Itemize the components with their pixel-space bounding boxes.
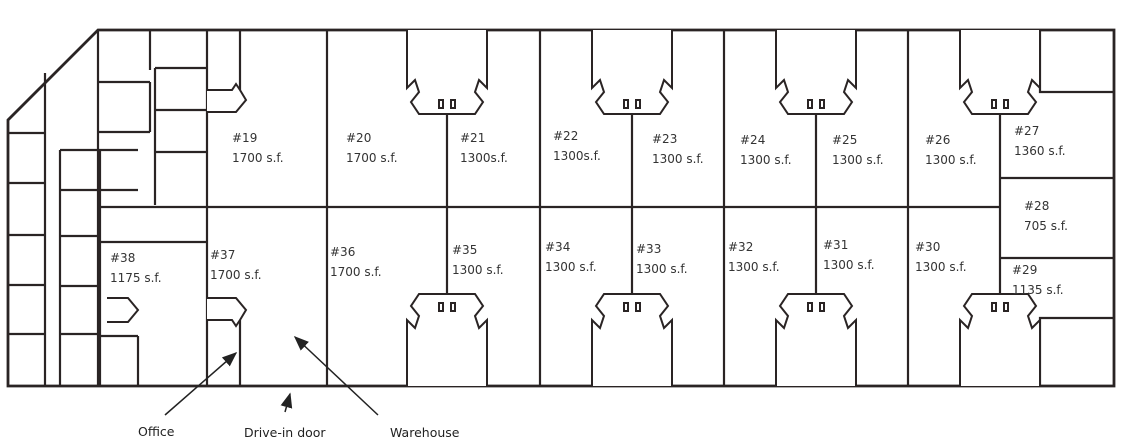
restroom-bottom <box>406 293 488 386</box>
callouts: Office Drive-in door Warehouse <box>138 335 460 440</box>
unit-size: 1700 s.f. <box>346 151 398 165</box>
toilet-icon <box>623 302 629 312</box>
unit-21: #21 1300s.f. <box>460 131 508 165</box>
toilet-icon <box>819 302 825 312</box>
restroom-top <box>207 82 248 113</box>
warehouse-arrow <box>293 335 379 416</box>
toilet-icon <box>807 302 813 312</box>
unit-number: #26 <box>925 133 950 147</box>
restroom-bottom <box>959 293 1041 386</box>
restroom-bottom <box>591 293 673 386</box>
toilet-icon <box>450 99 456 109</box>
unit-29: #29 1135 s.f. <box>1012 263 1064 297</box>
exterior-wall <box>6 28 1116 388</box>
toilet-icon <box>1003 99 1009 109</box>
unit-size: 1300 s.f. <box>452 263 504 277</box>
toilet-icon <box>438 302 444 312</box>
unit-37: #37 1700 s.f. <box>210 248 262 282</box>
unit-36: #36 1700 s.f. <box>330 245 382 279</box>
restroom-bottom <box>107 297 140 323</box>
unit-size: 1700 s.f. <box>210 268 262 282</box>
toilet-icon <box>991 99 997 109</box>
unit-38: #38 1175 s.f. <box>110 251 162 285</box>
office-arrow <box>164 352 238 416</box>
unit-27: #27 1360 s.f. <box>1014 124 1066 158</box>
unit-size: 1700 s.f. <box>330 265 382 279</box>
unit-number: #24 <box>740 133 765 147</box>
toilet-icon <box>635 302 641 312</box>
restroom-top <box>775 30 857 115</box>
unit-number: #36 <box>330 245 355 259</box>
toilet-icon <box>438 99 444 109</box>
toilet-icon <box>819 99 825 109</box>
unit-labels: #19 1700 s.f. #20 1700 s.f. #21 1300s.f. #22 13… <box>110 124 1068 297</box>
unit-size: 1175 s.f. <box>110 271 162 285</box>
restrooms <box>107 30 1041 386</box>
unit-number: #29 <box>1012 263 1037 277</box>
drive-in-door-callout: Drive-in door <box>244 425 326 440</box>
unit-32: #32 1300 s.f. <box>728 240 780 274</box>
toilet-icon <box>991 302 997 312</box>
unit-number: #30 <box>915 240 940 254</box>
unit-size: 1300 s.f. <box>740 153 792 167</box>
unit-20: #20 1700 s.f. <box>346 131 398 165</box>
unit-size: 1300s.f. <box>460 151 508 165</box>
restroom-bottom <box>207 297 248 328</box>
unit-size: 705 s.f. <box>1024 219 1068 233</box>
unit-size: 1300 s.f. <box>925 153 977 167</box>
unit-size: 1300 s.f. <box>636 262 688 276</box>
toilet-icon <box>635 99 641 109</box>
unit-31: #31 1300 s.f. <box>823 238 875 272</box>
unit-25: #25 1300 s.f. <box>832 133 884 167</box>
unit-size: 1300 s.f. <box>915 260 967 274</box>
unit-number: #38 <box>110 251 135 265</box>
unit-number: #33 <box>636 242 661 256</box>
unit-number: #25 <box>832 133 857 147</box>
unit-30: #30 1300 s.f. <box>915 240 967 274</box>
unit-33: #33 1300 s.f. <box>636 242 688 276</box>
unit-size: 1135 s.f. <box>1012 283 1064 297</box>
toilet-icon <box>623 99 629 109</box>
unit-number: #28 <box>1024 199 1049 213</box>
restroom-top <box>406 30 488 115</box>
unit-size: 1300 s.f. <box>823 258 875 272</box>
unit-24: #24 1300 s.f. <box>740 133 792 167</box>
unit-22: #22 1300s.f. <box>553 129 601 163</box>
unit-size: 1300 s.f. <box>652 152 704 166</box>
unit-size: 1300s.f. <box>553 149 601 163</box>
unit-number: #35 <box>452 243 477 257</box>
unit-26: #26 1300 s.f. <box>925 133 977 167</box>
unit-19: #19 1700 s.f. <box>232 131 284 165</box>
unit-number: #32 <box>728 240 753 254</box>
unit-23: #23 1300 s.f. <box>652 132 704 166</box>
unit-size: 1300 s.f. <box>545 260 597 274</box>
unit-number: #21 <box>460 131 485 145</box>
unit-number: #37 <box>210 248 235 262</box>
unit-number: #34 <box>545 240 570 254</box>
restroom-top <box>959 30 1041 115</box>
restroom-bottom <box>775 293 857 386</box>
unit-size: 1360 s.f. <box>1014 144 1066 158</box>
unit-34: #34 1300 s.f. <box>545 240 597 274</box>
office-callout: Office <box>138 424 175 439</box>
drive-in-door-arrow <box>280 392 293 413</box>
unit-number: #19 <box>232 131 257 145</box>
unit-size: 1300 s.f. <box>832 153 884 167</box>
building-walls <box>6 28 1116 388</box>
unit-number: #23 <box>652 132 677 146</box>
unit-size: 1300 s.f. <box>728 260 780 274</box>
unit-number: #20 <box>346 131 371 145</box>
unit-number: #31 <box>823 238 848 252</box>
toilet-icon <box>450 302 456 312</box>
unit-number: #22 <box>553 129 578 143</box>
unit-28: #28 705 s.f. <box>1024 199 1068 233</box>
toilet-icon <box>1003 302 1009 312</box>
unit-35: #35 1300 s.f. <box>452 243 504 277</box>
unit-number: #27 <box>1014 124 1039 138</box>
warehouse-callout: Warehouse <box>390 425 460 440</box>
toilet-icon <box>807 99 813 109</box>
restroom-top <box>591 30 673 115</box>
unit-size: 1700 s.f. <box>232 151 284 165</box>
